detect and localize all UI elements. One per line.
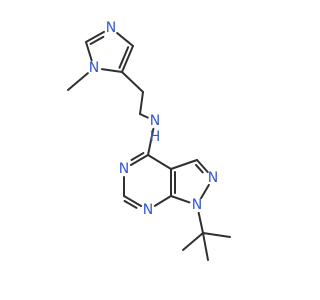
bond-line bbox=[197, 211, 204, 234]
bond-c3a-c4 bbox=[147, 154, 172, 170]
atom-label-n_im1: N bbox=[89, 60, 99, 76]
bond-line bbox=[200, 183, 210, 200]
bond-line bbox=[202, 232, 209, 261]
bond-line bbox=[147, 154, 172, 170]
bond-c_tbu-c_tbu_a bbox=[202, 232, 231, 238]
atom-label-n_amine: N bbox=[150, 113, 160, 129]
atom-label-n1: N bbox=[192, 197, 202, 213]
bond-n1-c7a bbox=[170, 195, 191, 204]
bond-line bbox=[153, 195, 172, 207]
bond-c6-n7 bbox=[123, 195, 143, 209]
atom-h-label-n_amine: H bbox=[150, 129, 161, 145]
bond-c7a-c3a bbox=[170, 168, 176, 197]
bond-line bbox=[67, 72, 89, 91]
bond-line bbox=[100, 68, 123, 73]
bond-line bbox=[85, 30, 106, 43]
bond-c_chain1-c_chain2 bbox=[139, 91, 144, 115]
bond-line bbox=[123, 199, 138, 209]
bond-c3a-c3 bbox=[170, 159, 198, 170]
bond-c_im2-n_im3 bbox=[85, 30, 106, 46]
bond-c4-n5 bbox=[129, 152, 149, 166]
bond-line bbox=[182, 232, 204, 251]
bond-n1-c_tbu bbox=[197, 211, 204, 234]
bond-c_im4-c_im5 bbox=[118, 45, 134, 73]
bond-line bbox=[170, 195, 191, 204]
bond-n7-c7a bbox=[153, 195, 172, 207]
bond-n_im3-c_im4 bbox=[116, 32, 134, 47]
bond-line bbox=[139, 91, 144, 115]
bond-c_tbu-c_tbu_c bbox=[202, 232, 209, 261]
bond-line bbox=[118, 46, 130, 69]
atom-label-n2: N bbox=[208, 170, 218, 186]
bond-line bbox=[89, 35, 105, 46]
atom-label-n5: N bbox=[119, 161, 129, 177]
bond-c_im5-c_chain1 bbox=[121, 71, 144, 93]
atom-label-n7: N bbox=[143, 202, 153, 218]
bond-c_im5-n_im1 bbox=[100, 68, 123, 73]
bond-line bbox=[121, 45, 134, 73]
bond-c3-n2 bbox=[195, 159, 209, 174]
bonds-layer bbox=[67, 30, 231, 261]
bond-line bbox=[130, 152, 145, 162]
bond-line bbox=[196, 159, 209, 174]
bond-n2-n1 bbox=[200, 183, 210, 200]
atom-label-n_im3: N bbox=[106, 20, 116, 36]
bond-line bbox=[202, 232, 231, 238]
bond-line bbox=[170, 159, 198, 170]
bond-line bbox=[139, 113, 149, 119]
bond-c_chain2-n_amine bbox=[139, 113, 149, 119]
bond-c_tbu-c_tbu_b bbox=[182, 232, 204, 251]
bond-line bbox=[121, 71, 144, 93]
bond-line bbox=[85, 41, 93, 62]
bond-line bbox=[147, 127, 155, 156]
bond-n_im1-c_im2 bbox=[85, 41, 93, 62]
bond-n_im1-c_methyl bbox=[67, 72, 89, 91]
bond-line bbox=[116, 32, 134, 47]
bond-line bbox=[129, 154, 149, 166]
bond-line bbox=[195, 163, 204, 174]
bond-line bbox=[123, 195, 143, 207]
bond-n_amine-c4 bbox=[147, 127, 155, 156]
